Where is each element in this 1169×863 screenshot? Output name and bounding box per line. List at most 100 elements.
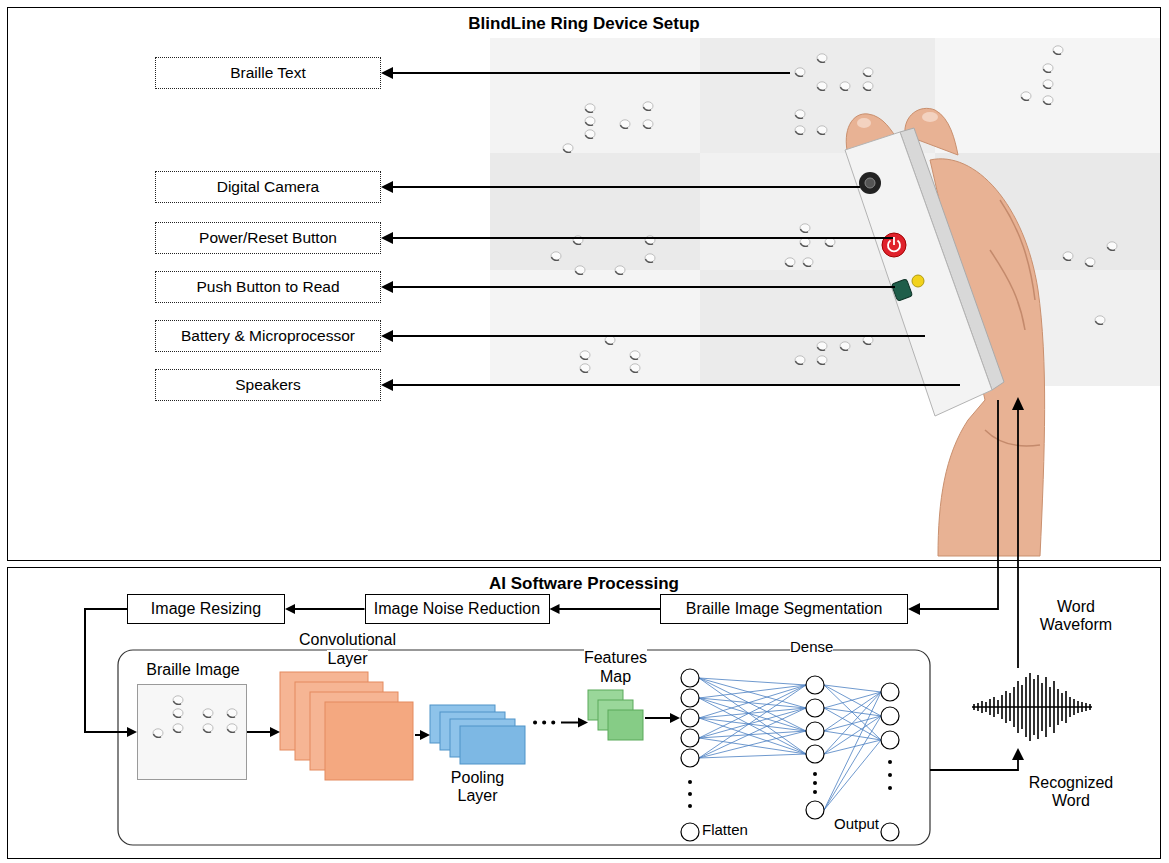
dense-network [881, 823, 899, 841]
process-box: Image Resizing [127, 594, 285, 624]
pooling-stack [430, 705, 525, 764]
layer-label-text: Pooling Layer [451, 769, 504, 804]
leader-arrows [393, 73, 960, 385]
braille-photo [1095, 316, 1105, 325]
leader-arrows [381, 67, 393, 79]
braille-photo [1053, 46, 1063, 55]
braille-photo [795, 356, 805, 365]
dense-network [681, 669, 899, 841]
dense-network [681, 669, 699, 687]
box-label: Push Button to Read [196, 278, 339, 296]
feature-map-stack [608, 710, 643, 740]
braille-photo [585, 130, 595, 139]
process-box: Image Noise Reduction [365, 594, 550, 624]
arrow-head [270, 727, 280, 737]
layer-label-text: Convolutional Layer [299, 631, 396, 666]
convolution-stack [280, 672, 413, 780]
arrow-head [285, 604, 295, 614]
braille-photo [1043, 80, 1053, 89]
dense-network [813, 781, 817, 785]
layer-label: Features Map [571, 649, 661, 686]
braille-photo [817, 356, 827, 365]
braille-photo [795, 126, 805, 135]
dense-network [881, 683, 899, 701]
signal-lines [908, 603, 920, 615]
dense-network [824, 685, 881, 810]
dense-network [888, 786, 892, 790]
dense-network [699, 678, 806, 758]
signal-lines [908, 397, 1024, 770]
callout-box: Battery & Microprocessor [155, 320, 381, 352]
box-label: Braille Text [230, 64, 306, 82]
braille-photo [630, 364, 640, 373]
braille-photo [840, 342, 850, 351]
braille-photo [585, 117, 595, 126]
braille-photo [1043, 96, 1053, 105]
braille-image-picture [137, 684, 247, 780]
braille-photo [817, 342, 827, 351]
leader-arrows [381, 281, 393, 293]
callout-box: Digital Camera [155, 171, 381, 203]
layer-stack: Convolutional Layer [280, 672, 415, 780]
panel-frame: AI Software ProcessingBraille Image Segm… [8, 568, 1160, 858]
arrow-head [578, 718, 588, 728]
box-label: Image Noise Reduction [374, 600, 540, 618]
flatten-arrow [670, 713, 680, 723]
dense-network [881, 731, 899, 749]
callout-box: Braille Text [155, 57, 381, 89]
dense-network [688, 780, 692, 784]
dense-network [813, 772, 817, 776]
braille-photo [1085, 258, 1095, 267]
label-text: Word Waveform [1040, 598, 1112, 633]
braille-photo [795, 68, 805, 77]
ring-device [859, 172, 881, 194]
leader-arrows [381, 181, 393, 193]
callout-box: Power/Reset Button [155, 222, 381, 254]
ring-device [891, 279, 912, 301]
ring-device [865, 178, 875, 188]
braille-photo [863, 68, 873, 77]
ring-device [882, 233, 906, 257]
dense-network [681, 749, 699, 767]
dense-network [688, 804, 692, 808]
braille-image-picture [173, 709, 183, 718]
label-text: Recognized Word [1029, 774, 1114, 809]
signal-lines [930, 760, 1018, 770]
leader-arrows [381, 330, 393, 342]
flow-arrow [415, 730, 430, 740]
braille-image-picture [153, 729, 163, 738]
box-label: Battery & Microprocessor [181, 327, 355, 345]
panel-frame: BlindLine Ring Device SetupBraille TextD… [8, 8, 1160, 560]
layer-label: Flatten [702, 821, 762, 838]
flow-line [559, 608, 661, 610]
braille-photo [795, 110, 805, 119]
box-label: Power/Reset Button [199, 229, 337, 247]
flow-arrow [85, 609, 137, 737]
ring-device [845, 132, 992, 416]
braille-photo [643, 102, 653, 111]
braille-photo [630, 351, 640, 360]
leader-arrows [381, 379, 393, 391]
box-label: Image Resizing [151, 600, 261, 618]
layer-label: Braille Image [133, 661, 253, 679]
braille-photo [817, 54, 827, 63]
flatten-arrow [645, 717, 670, 719]
braille-photo [803, 258, 813, 267]
braille-photo [863, 82, 873, 91]
signal-lines [1012, 748, 1024, 760]
dense-network [681, 709, 699, 727]
ring-device [888, 237, 900, 251]
dense-network [888, 760, 892, 764]
word-waveform [972, 673, 1092, 741]
dense-network [681, 669, 899, 841]
signal-label: Recognized Word [1025, 774, 1117, 811]
cnn-frame [118, 650, 930, 845]
braille-image-picture [173, 724, 183, 733]
layer-label: Pooling Layer [433, 769, 523, 806]
braille-photo [643, 120, 653, 129]
braille-photo [585, 104, 595, 113]
layer-label-text: Features Map [584, 649, 647, 684]
ring-device [912, 275, 924, 287]
